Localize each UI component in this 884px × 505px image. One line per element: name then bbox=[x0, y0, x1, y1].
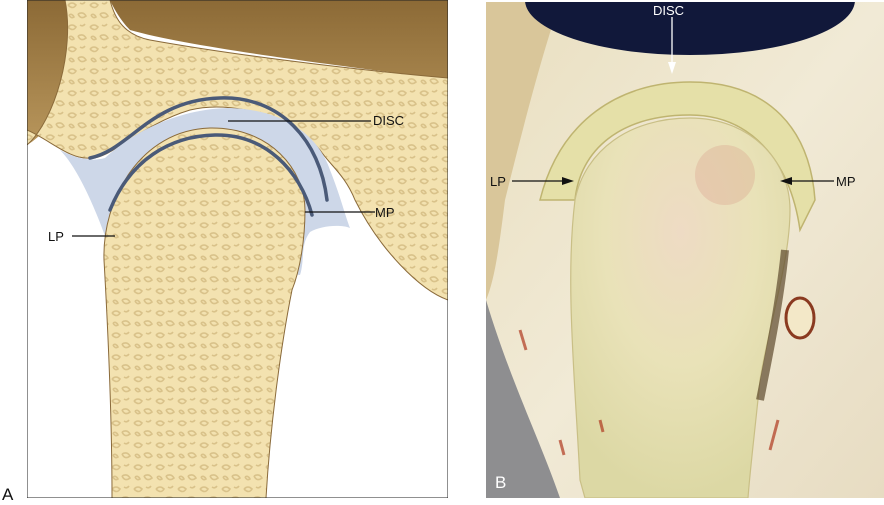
mp-arrow-head bbox=[780, 177, 792, 185]
lp-arrow-head bbox=[562, 177, 574, 185]
panel-letter-a: A bbox=[2, 485, 14, 504]
blood-spots bbox=[518, 329, 780, 456]
tissue-left bbox=[486, 2, 560, 300]
label-lp-b: LP bbox=[490, 174, 506, 189]
panel-a-illustration bbox=[27, 0, 448, 498]
fossa-shadow bbox=[27, 0, 448, 145]
disc-tissue bbox=[539, 81, 816, 233]
label-disc-a: DISC bbox=[373, 113, 404, 128]
background-gray bbox=[486, 300, 560, 498]
dark-cavity bbox=[525, 2, 855, 55]
disc-lower-band bbox=[108, 133, 314, 217]
vessel bbox=[784, 296, 816, 340]
medial-dark-streak bbox=[756, 249, 789, 401]
label-mp-b: MP bbox=[836, 174, 856, 189]
panel-b-photo bbox=[486, 2, 884, 498]
disc-arrow-head bbox=[668, 62, 676, 74]
panel-letter-b: B bbox=[495, 473, 506, 492]
disc-upper-band bbox=[88, 96, 329, 202]
label-lp-a: LP bbox=[48, 229, 64, 244]
red-speckle bbox=[695, 145, 755, 205]
label-mp-a: MP bbox=[375, 205, 395, 220]
condyle bbox=[103, 127, 306, 498]
label-disc-b: DISC bbox=[653, 3, 684, 18]
